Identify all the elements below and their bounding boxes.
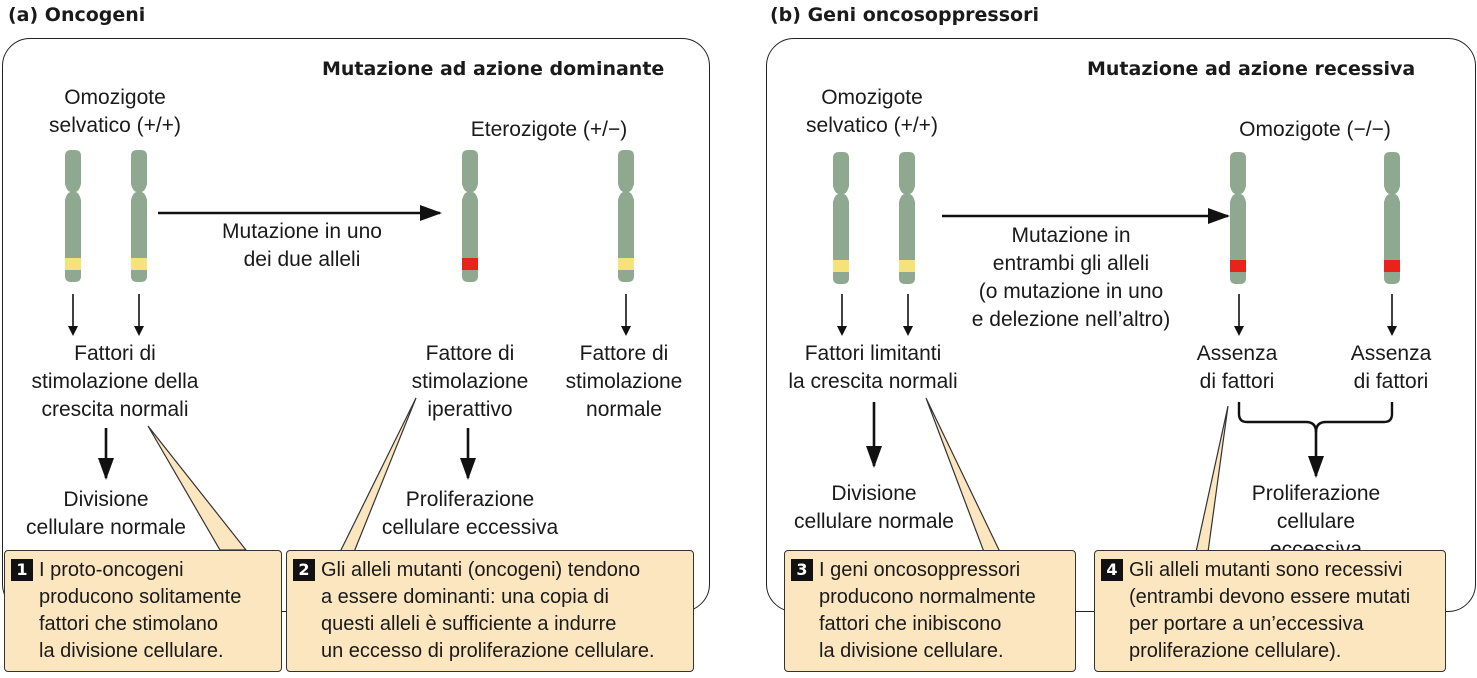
panel-a-heading: Mutazione ad azione dominante (322, 58, 665, 80)
chromosome-b2-allele-band (899, 260, 915, 272)
chromosome-a3 (462, 150, 478, 282)
homozygote-mutant-label: Omozigote (−/−) (1239, 118, 1391, 141)
chromosome-a4-allele-band (618, 258, 634, 270)
mutation-label-b: Mutazione in entrambi gli alleli (o muta… (971, 224, 1171, 331)
normal-factor-label: Fattore di stimolazione normale (565, 342, 683, 421)
panel-b-title: (b) Geni oncosoppressori (770, 4, 1039, 26)
excess-proliferation-label-a: Proliferazione cellulare eccessiva (381, 488, 559, 539)
callout-3-number: 3 (791, 559, 813, 581)
callout-1: 1 I proto-oncogeni producono solitamente… (4, 550, 282, 672)
callout-1-number: 1 (11, 559, 33, 581)
normal-limiting-factors-label: Fattori limitanti la crescita normali (788, 342, 958, 393)
chromosome-a2-allele-band (131, 258, 147, 270)
chromosome-a3-allele-band (462, 258, 478, 270)
callout-3: 3 I geni oncosoppressori producono norma… (784, 550, 1076, 672)
callout-2-text: Gli alleli mutanti (oncogeni) tendono a … (321, 559, 655, 662)
normal-division-label-a: Divisione cellulare normale (26, 488, 186, 539)
panel-b-box (766, 38, 1476, 612)
chromosome-b1 (833, 152, 849, 284)
callout2-pointer (339, 397, 417, 553)
chromosome-b3 (1230, 152, 1246, 284)
heterozygote-label: Eterozigote (+/−) (470, 118, 628, 141)
callout-4-number: 4 (1101, 559, 1123, 581)
absence-factors-label-1: Assenza di fattori (1196, 342, 1278, 393)
chromosome-b4-allele-band (1384, 260, 1400, 272)
normal-stimulating-factors-label: Fattori di stimolazione della crescita n… (31, 342, 199, 421)
wild-type-label-b: Omozigote selvatico (+/+) (806, 86, 938, 137)
callout-3-text: I geni oncosoppressori producono normalm… (819, 559, 1036, 662)
callout-4: 4 Gli alleli mutanti sono recessivi (ent… (1094, 550, 1446, 672)
callout-4-text: Gli alleli mutanti sono recessivi (entra… (1129, 559, 1411, 662)
panel-a-box (2, 38, 710, 612)
normal-division-label-b: Divisione cellulare normale (794, 482, 954, 533)
chromosome-a2 (131, 150, 147, 282)
chromosome-b2 (899, 152, 915, 284)
panel-b-heading: Mutazione ad azione recessiva (1087, 58, 1416, 80)
hyperactive-factor-label: Fattore di stimolazione iperattivo (411, 342, 529, 421)
merge-bracket-b (1237, 402, 1394, 433)
callout-1-text: I proto-oncogeni producono solitamente f… (39, 559, 242, 662)
callout4-pointer (1195, 405, 1229, 553)
panel-a-title: (a) Oncogeni (8, 4, 146, 26)
chromosome-b1-allele-band (833, 260, 849, 272)
chromosome-a1 (65, 150, 81, 282)
callout-2: 2 Gli alleli mutanti (oncogeni) tendono … (286, 550, 694, 672)
callout3-pointer (925, 397, 1001, 553)
callout-2-number: 2 (293, 559, 315, 581)
chromosome-a1-allele-band (65, 258, 81, 270)
mutation-label-a: Mutazione in uno dei due alleli (222, 220, 382, 271)
chromosome-b4 (1384, 152, 1400, 284)
callout1-pointer (147, 425, 248, 551)
chromosome-b3-allele-band (1230, 260, 1246, 272)
absence-factors-label-2: Assenza di fattori (1350, 342, 1432, 393)
wild-type-label-a: Omozigote selvatico (+/+) (49, 86, 181, 137)
chromosome-a4 (618, 150, 634, 282)
